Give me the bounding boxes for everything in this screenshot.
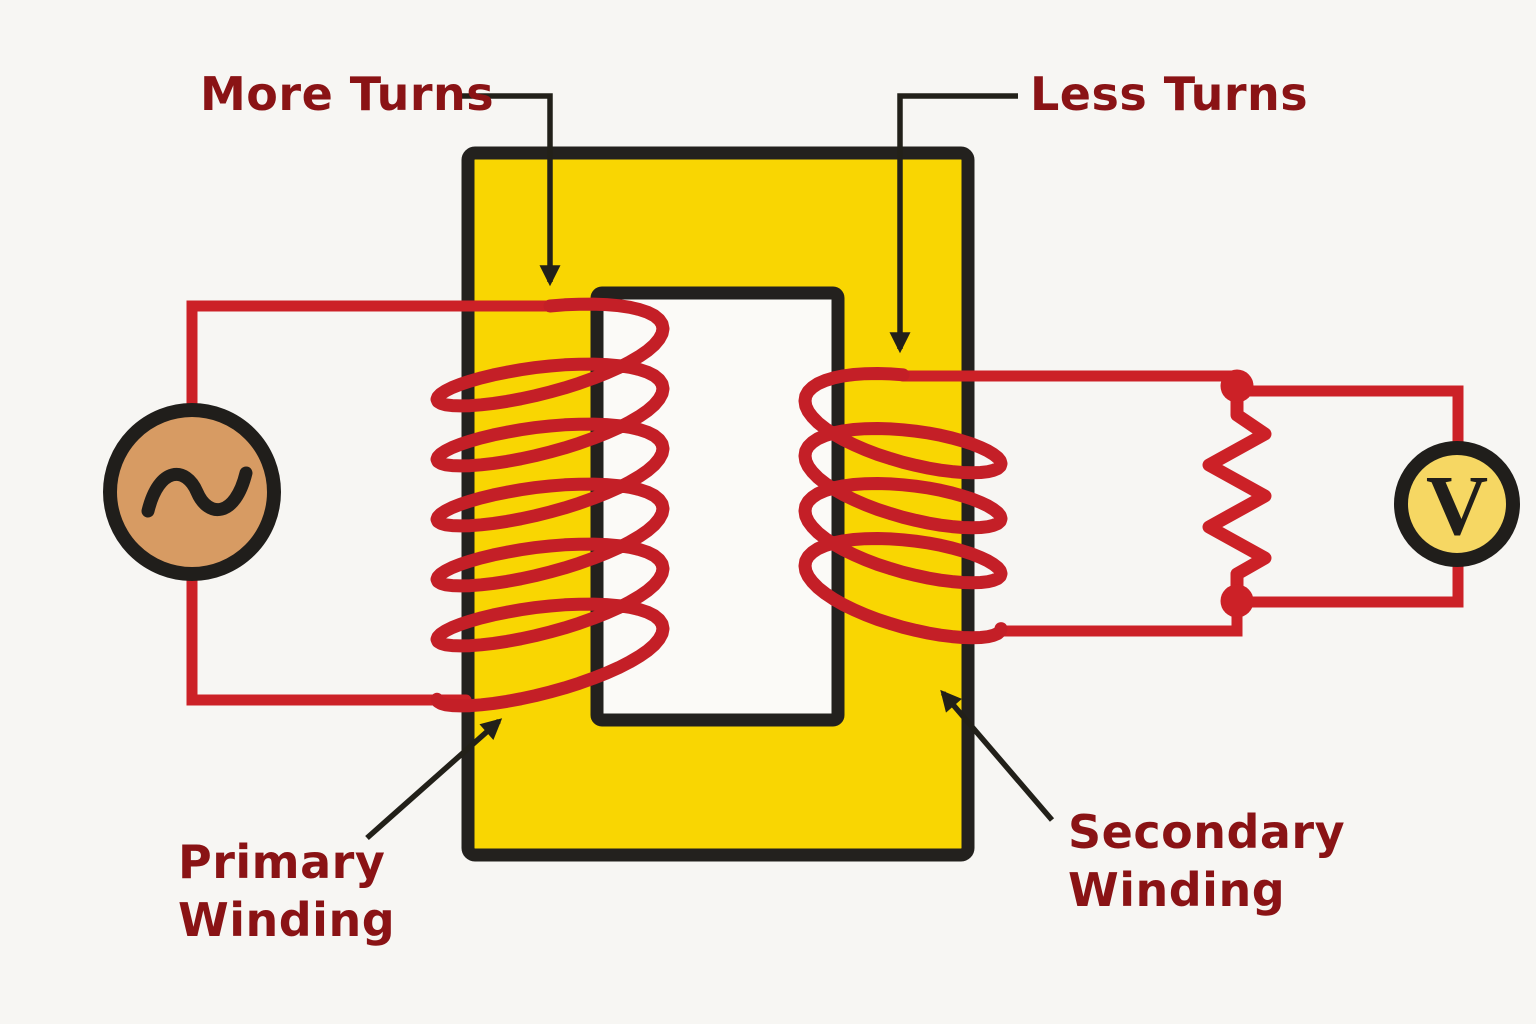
voltmeter-circle [1394, 441, 1520, 567]
label-secondary-winding-line2: Winding [1068, 863, 1285, 917]
secondary-bottom-wire [993, 598, 1243, 637]
label-less-turns: Less Turns [1030, 67, 1308, 121]
ac-source [103, 403, 281, 581]
junction-dot-top [1220, 369, 1254, 403]
label-primary-winding-line2: Winding [178, 893, 395, 947]
primary-coil [430, 297, 670, 713]
voltmeter: V [1394, 441, 1520, 567]
primary-winding-arrow [365, 718, 503, 841]
resistor [1202, 379, 1272, 608]
secondary-winding-arrow [940, 689, 1055, 822]
voltmeter-bottom-wire [1226, 552, 1464, 608]
voltmeter-label: V [1426, 457, 1488, 553]
junction-dot-bottom [1220, 584, 1254, 618]
label-primary-winding-line1: Primary [178, 835, 385, 889]
more-turns-arrow [460, 93, 561, 287]
secondary-coil [798, 367, 1008, 645]
label-more-turns: More Turns [200, 67, 494, 121]
sine-wave-icon [141, 466, 253, 518]
less-turns-arrow [889, 93, 1018, 354]
voltmeter-top-wire [1226, 385, 1464, 458]
label-secondary-winding-line1: Secondary [1068, 805, 1345, 859]
